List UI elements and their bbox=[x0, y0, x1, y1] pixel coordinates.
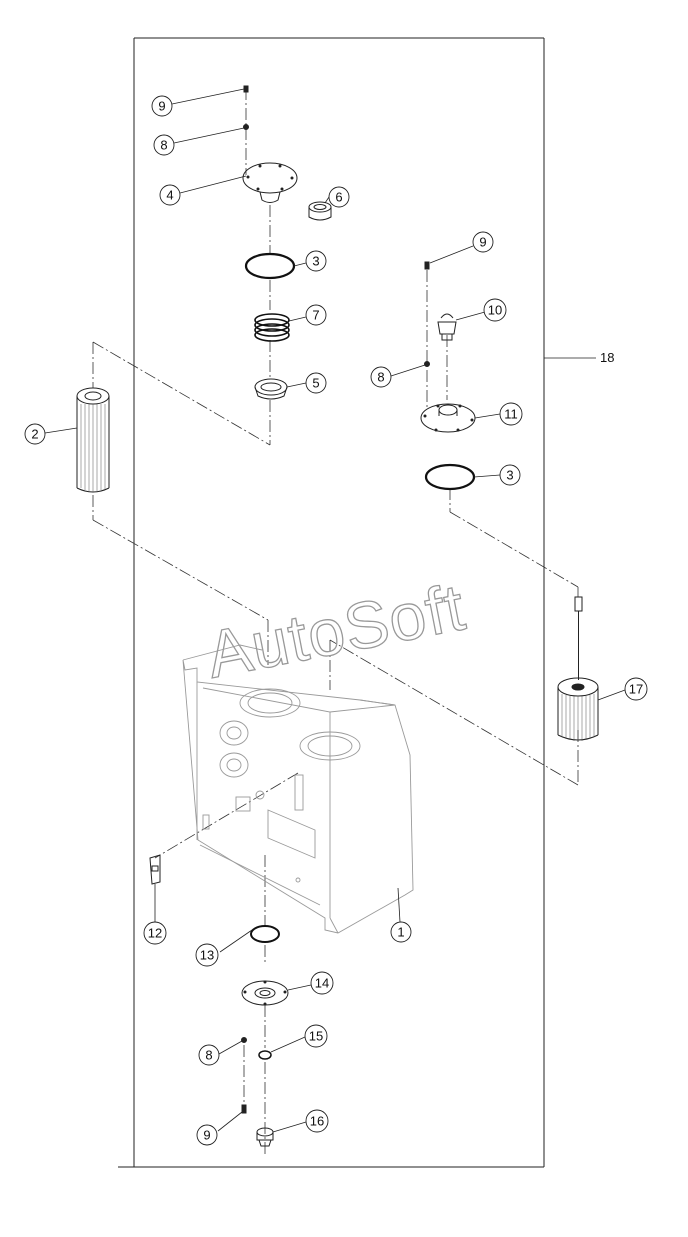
svg-text:6: 6 bbox=[335, 190, 342, 205]
callout-16: 16 bbox=[305, 1109, 329, 1133]
o-ring-part-3-lower bbox=[424, 463, 476, 491]
tank-part-1 bbox=[182, 644, 414, 934]
svg-text:11: 11 bbox=[504, 407, 518, 422]
callout-7: 7 bbox=[305, 304, 327, 326]
svg-text:14: 14 bbox=[315, 976, 329, 991]
svg-text:2: 2 bbox=[31, 427, 38, 442]
svg-text:10: 10 bbox=[488, 303, 502, 318]
svg-text:9: 9 bbox=[479, 235, 486, 250]
seat-ring-part-5 bbox=[254, 378, 288, 400]
watermark-text: AutoSoft bbox=[201, 569, 471, 691]
flange-plate-part-11 bbox=[420, 403, 476, 433]
callout-6: 6 bbox=[328, 186, 350, 208]
callout-3: 3 bbox=[305, 250, 327, 272]
o-ring-part-13 bbox=[250, 925, 280, 943]
center-lines bbox=[92, 88, 579, 1155]
leader-lines bbox=[44, 88, 626, 1133]
callout-2: 2 bbox=[24, 423, 46, 445]
svg-text:12: 12 bbox=[148, 926, 162, 941]
callout-9: 9 bbox=[151, 95, 173, 117]
frame bbox=[118, 37, 545, 1168]
svg-text:5: 5 bbox=[312, 376, 319, 391]
o-ring-part-3-upper bbox=[244, 252, 296, 280]
svg-text:9: 9 bbox=[203, 1128, 210, 1143]
drain-flange-part-14 bbox=[241, 980, 289, 1006]
callout-4: 4 bbox=[159, 184, 181, 206]
callout-13: 13 bbox=[195, 943, 219, 967]
svg-text:3: 3 bbox=[312, 254, 319, 269]
callout-18: 18 bbox=[600, 350, 614, 365]
svg-text:1: 1 bbox=[397, 925, 404, 940]
callout-8: 8 bbox=[370, 366, 392, 388]
svg-text:8: 8 bbox=[160, 138, 167, 153]
callout-17: 17 bbox=[624, 677, 648, 701]
cover-plate-part-4 bbox=[242, 162, 298, 203]
suction-strainer-part-17 bbox=[557, 596, 599, 741]
bushing-part-6 bbox=[308, 201, 332, 221]
callout-8: 8 bbox=[153, 134, 175, 156]
svg-text:16: 16 bbox=[310, 1114, 324, 1129]
svg-text:8: 8 bbox=[205, 1048, 212, 1063]
callout-1: 1 bbox=[390, 921, 412, 943]
callout-8: 8 bbox=[198, 1044, 220, 1066]
callout-3: 3 bbox=[499, 464, 521, 486]
bracket-part-12 bbox=[149, 854, 161, 885]
svg-text:7: 7 bbox=[312, 308, 319, 323]
seal-washer-part-15 bbox=[258, 1050, 272, 1060]
callout-15: 15 bbox=[304, 1024, 328, 1048]
callout-14: 14 bbox=[310, 971, 334, 995]
spring-part-7 bbox=[254, 313, 290, 342]
filter-element-part-2 bbox=[76, 387, 110, 493]
callout-10: 10 bbox=[483, 298, 507, 322]
svg-text:8: 8 bbox=[377, 370, 384, 385]
svg-text:13: 13 bbox=[200, 948, 214, 963]
callout-11: 11 bbox=[499, 402, 523, 426]
svg-text:4: 4 bbox=[166, 188, 173, 203]
svg-text:15: 15 bbox=[309, 1029, 323, 1044]
callout-9: 9 bbox=[472, 231, 494, 253]
svg-text:3: 3 bbox=[506, 468, 513, 483]
callouts: 9 8 4 6 3 7 5 2 9 10 8 11 3 17 1 12 13 1… bbox=[24, 95, 648, 1146]
breather-part-10 bbox=[437, 313, 457, 341]
hardware-parts-8-9 bbox=[241, 85, 430, 1114]
svg-text:9: 9 bbox=[158, 99, 165, 114]
callout-5: 5 bbox=[305, 372, 327, 394]
svg-text:17: 17 bbox=[629, 682, 643, 697]
callout-9: 9 bbox=[196, 1124, 218, 1146]
callout-12: 12 bbox=[143, 921, 167, 945]
